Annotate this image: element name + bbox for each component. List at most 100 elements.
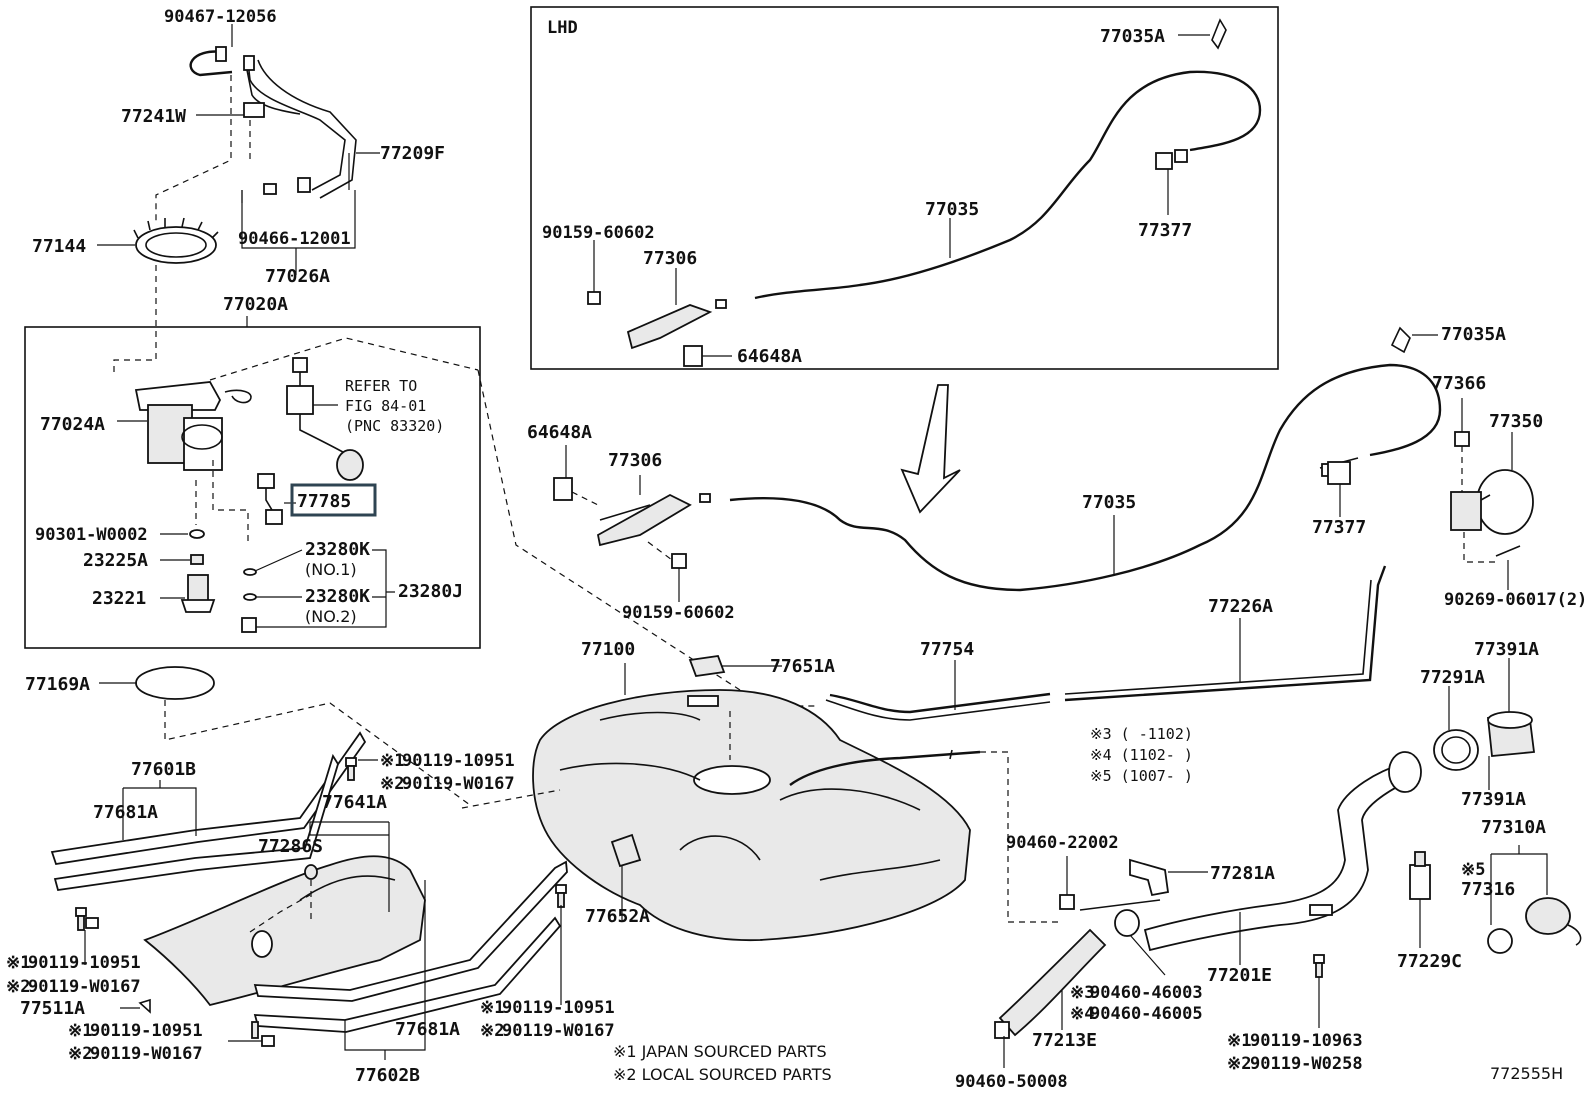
label-77391A-bottom: 77391A <box>1461 789 1526 810</box>
label-23280K-2: 23280K <box>305 586 370 607</box>
label-77754: 77754 <box>920 639 974 660</box>
label-77350: 77350 <box>1489 411 1543 432</box>
label-lhd-64648A: 64648A <box>737 346 802 367</box>
mark-b-right-1: ※1 <box>1227 1031 1251 1051</box>
bolt-top-1: 90119-10951 <box>402 751 515 771</box>
bolt-left-1: 90119-10951 <box>28 953 141 973</box>
plug-77286S <box>304 864 318 880</box>
highlight-box-77785[interactable] <box>290 483 377 517</box>
mark-b-bot-2: ※2 <box>68 1044 92 1064</box>
bolt-bot-2: 90119-W0167 <box>90 1044 203 1064</box>
lever-77306-main <box>596 493 692 547</box>
legend-local-sourced: ※2 LOCAL SOURCED PARTS <box>613 1065 832 1084</box>
clip-64648A-main <box>553 477 573 501</box>
label-90301-W0002: 90301-W0002 <box>35 525 148 545</box>
label-77144: 77144 <box>32 236 86 257</box>
bolt-bot-1: 90119-10951 <box>90 1021 203 1041</box>
label-90460-46003: 90460-46003 <box>1090 983 1203 1003</box>
o-ring-90301 <box>189 529 205 539</box>
fuel-tube-assembly <box>189 46 357 199</box>
label-90460-22002: 90460-22002 <box>1006 833 1119 853</box>
lhd-inset-frame <box>530 6 1279 370</box>
label-refer-line1: REFER TO <box>345 377 417 395</box>
tube-77226A <box>1064 565 1387 702</box>
label-77035-main: 77035 <box>1082 492 1136 513</box>
lock-ring-77144 <box>133 217 219 264</box>
label-23280K-2-sub: (NO.2) <box>305 607 357 626</box>
label-23225A: 23225A <box>83 550 148 571</box>
breather-hose-77213E <box>998 928 1107 1037</box>
mark-5-77316: ※5 <box>1461 860 1485 880</box>
screw-90269 <box>1495 545 1521 557</box>
opener-77377-main <box>1327 461 1351 485</box>
label-77641A: 77641A <box>322 792 387 813</box>
label-90467-12056: 90467-12056 <box>164 7 277 27</box>
mark-3-46003: ※3 <box>1070 983 1094 1003</box>
wire-77785 <box>257 473 283 525</box>
fuel-lid-77350 <box>1450 469 1534 535</box>
fuel-sender-harness <box>286 357 364 481</box>
label-90460-50008: 90460-50008 <box>955 1072 1068 1092</box>
label-77511A: 77511A <box>20 998 85 1019</box>
tank-band-77601B <box>50 731 367 892</box>
mark-b-right-2: ※2 <box>1227 1054 1251 1074</box>
fuel-tank-77100 <box>532 689 971 942</box>
label-64648A-main: 64648A <box>527 422 592 443</box>
lhd-screw-90159 <box>587 291 601 305</box>
label-77602B: 77602B <box>355 1065 420 1086</box>
label-77681A-left: 77681A <box>93 802 158 823</box>
label-90269-06017: 90269-06017(2) <box>1444 590 1587 610</box>
pad-77652A <box>610 833 642 868</box>
label-77377-main: 77377 <box>1312 517 1366 538</box>
clip-77366 <box>1454 431 1470 447</box>
mark-b-mid-2: ※2 <box>480 1021 504 1041</box>
mark-b-left-1: ※1 <box>6 953 30 973</box>
bolt-left <box>75 907 99 931</box>
label-77652A: 77652A <box>585 906 650 927</box>
filler-pipe-77201E <box>1143 751 1422 952</box>
label-77035A-main: 77035A <box>1441 324 1506 345</box>
bolt-mid-2: 90119-W0167 <box>502 1021 615 1041</box>
label-77020A: 77020A <box>223 294 288 315</box>
mark-b-top-1: ※1 <box>380 751 404 771</box>
legend-japan-sourced: ※1 JAPAN SOURCED PARTS <box>613 1042 827 1061</box>
bracket-77281A <box>1129 858 1170 897</box>
label-77229C: 77229C <box>1397 951 1462 972</box>
fuel-pump-assembly-frame <box>24 326 481 649</box>
label-77286S: 77286S <box>258 836 323 857</box>
bolt-left-2: 90119-W0167 <box>28 977 141 997</box>
label-90159-60602-main: 90159-60602 <box>622 603 735 623</box>
bolt-mid-1: 90119-10951 <box>502 998 615 1018</box>
label-refer-line3: (PNC 83320) <box>345 417 444 435</box>
mark-b-left-2: ※2 <box>6 977 30 997</box>
label-lhd-77035: 77035 <box>925 199 979 220</box>
label-77651A: 77651A <box>770 656 835 677</box>
label-77306-main: 77306 <box>608 450 662 471</box>
part-23225A <box>190 554 204 565</box>
tank-band-77602B <box>253 860 568 1033</box>
label-23280J: 23280J <box>398 581 463 602</box>
label-23280K-1: 23280K <box>305 539 370 560</box>
label-77201E: 77201E <box>1207 965 1272 986</box>
fuel-cap-77310A <box>1487 897 1582 954</box>
gasket-77169A <box>135 666 215 700</box>
clip-77229C <box>1409 851 1431 900</box>
label-77209F: 77209F <box>380 143 445 164</box>
bolt-right-2: 90119-W0258 <box>1250 1054 1363 1074</box>
label-refer-line2: FIG 84-01 <box>345 397 426 415</box>
label-23221: 23221 <box>92 588 146 609</box>
label-77785[interactable]: 77785 <box>297 491 351 512</box>
lhd-lever-77306 <box>626 304 713 350</box>
mark-b-bot-1: ※1 <box>68 1021 92 1041</box>
label-lhd-77306: 77306 <box>643 248 697 269</box>
label-77169A: 77169A <box>25 674 90 695</box>
label-77281A: 77281A <box>1210 863 1275 884</box>
label-90466-12001: 90466-12001 <box>238 229 351 249</box>
lhd-to-main-arrow <box>900 384 961 514</box>
label-77226A: 77226A <box>1208 596 1273 617</box>
label-77651A <box>688 655 726 677</box>
label-77100: 77100 <box>581 639 635 660</box>
mark-4-46005: ※4 <box>1070 1004 1094 1024</box>
label-77366: 77366 <box>1432 373 1486 394</box>
